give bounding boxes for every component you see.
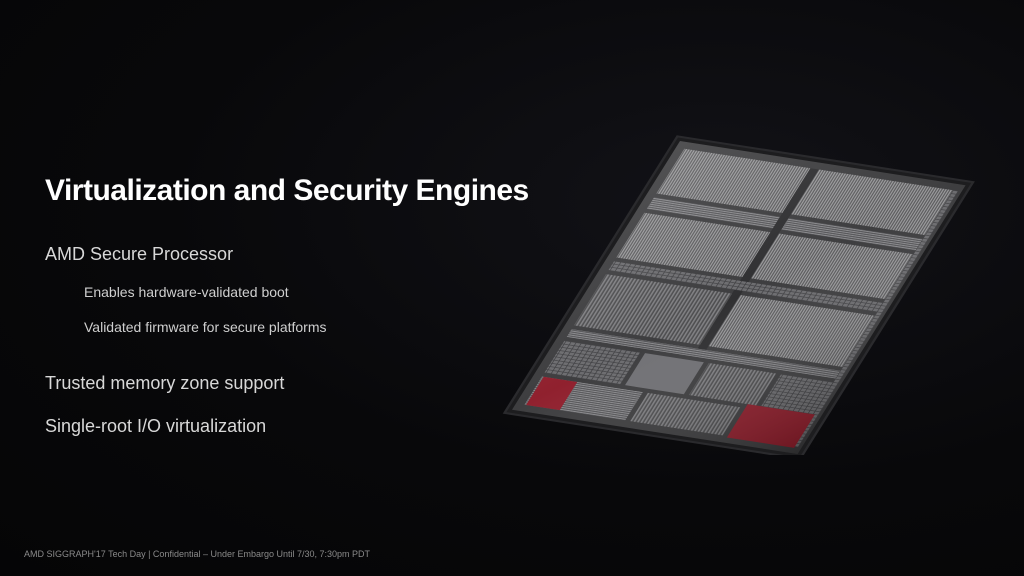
bullet-secure-processor: AMD Secure Processor (45, 244, 234, 264)
gpu-die-image (502, 135, 975, 455)
sub-bullet-validated-firmware: Validated firmware for secure platforms (84, 319, 327, 335)
footer-disclaimer: AMD SIGGRAPH'17 Tech Day | Confidential … (24, 549, 371, 559)
bullet-trusted-memory: Trusted memory zone support (45, 373, 285, 393)
bullet-sr-iov: Single-root I/O virtualization (45, 416, 267, 436)
sub-bullet-validated-boot: Enables hardware-validated boot (84, 284, 289, 300)
slide-title: Virtualization and Security Engines (45, 174, 529, 207)
